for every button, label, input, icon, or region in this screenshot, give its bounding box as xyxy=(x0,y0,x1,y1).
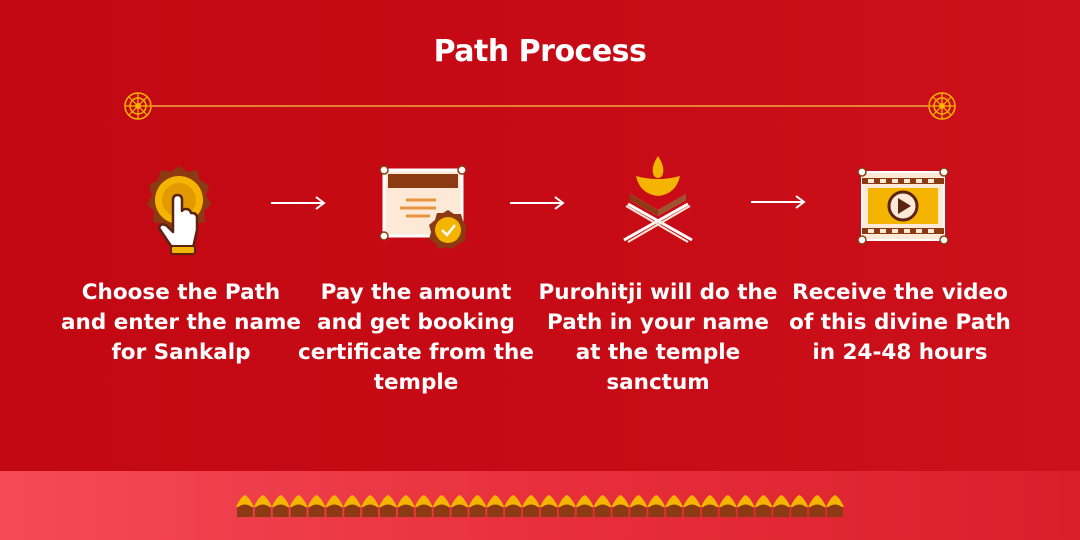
certificate-icon xyxy=(379,165,466,249)
mandala-right-icon xyxy=(928,92,956,120)
arrow-right-icon xyxy=(510,196,565,210)
arrow-right-icon xyxy=(751,195,806,209)
step-2-label: Pay the amount and get booking certifica… xyxy=(298,280,534,395)
diya-scripture-icon xyxy=(623,156,693,243)
decorative-border-icon xyxy=(236,495,844,517)
tap-hand-icon xyxy=(147,166,211,255)
step-3-label: Purohitji will do the Path in your name … xyxy=(538,280,778,395)
step-1-label: Choose the Path and enter the name for S… xyxy=(61,280,301,365)
page-title: Path Process xyxy=(433,34,647,69)
video-play-icon xyxy=(857,167,949,245)
bottom-band xyxy=(0,471,1080,540)
step-4-label: Receive the video of this divine Path in… xyxy=(789,280,1011,365)
arrow-right-icon xyxy=(271,196,326,210)
ornamental-divider xyxy=(124,92,956,120)
mandala-left-icon xyxy=(124,92,152,120)
